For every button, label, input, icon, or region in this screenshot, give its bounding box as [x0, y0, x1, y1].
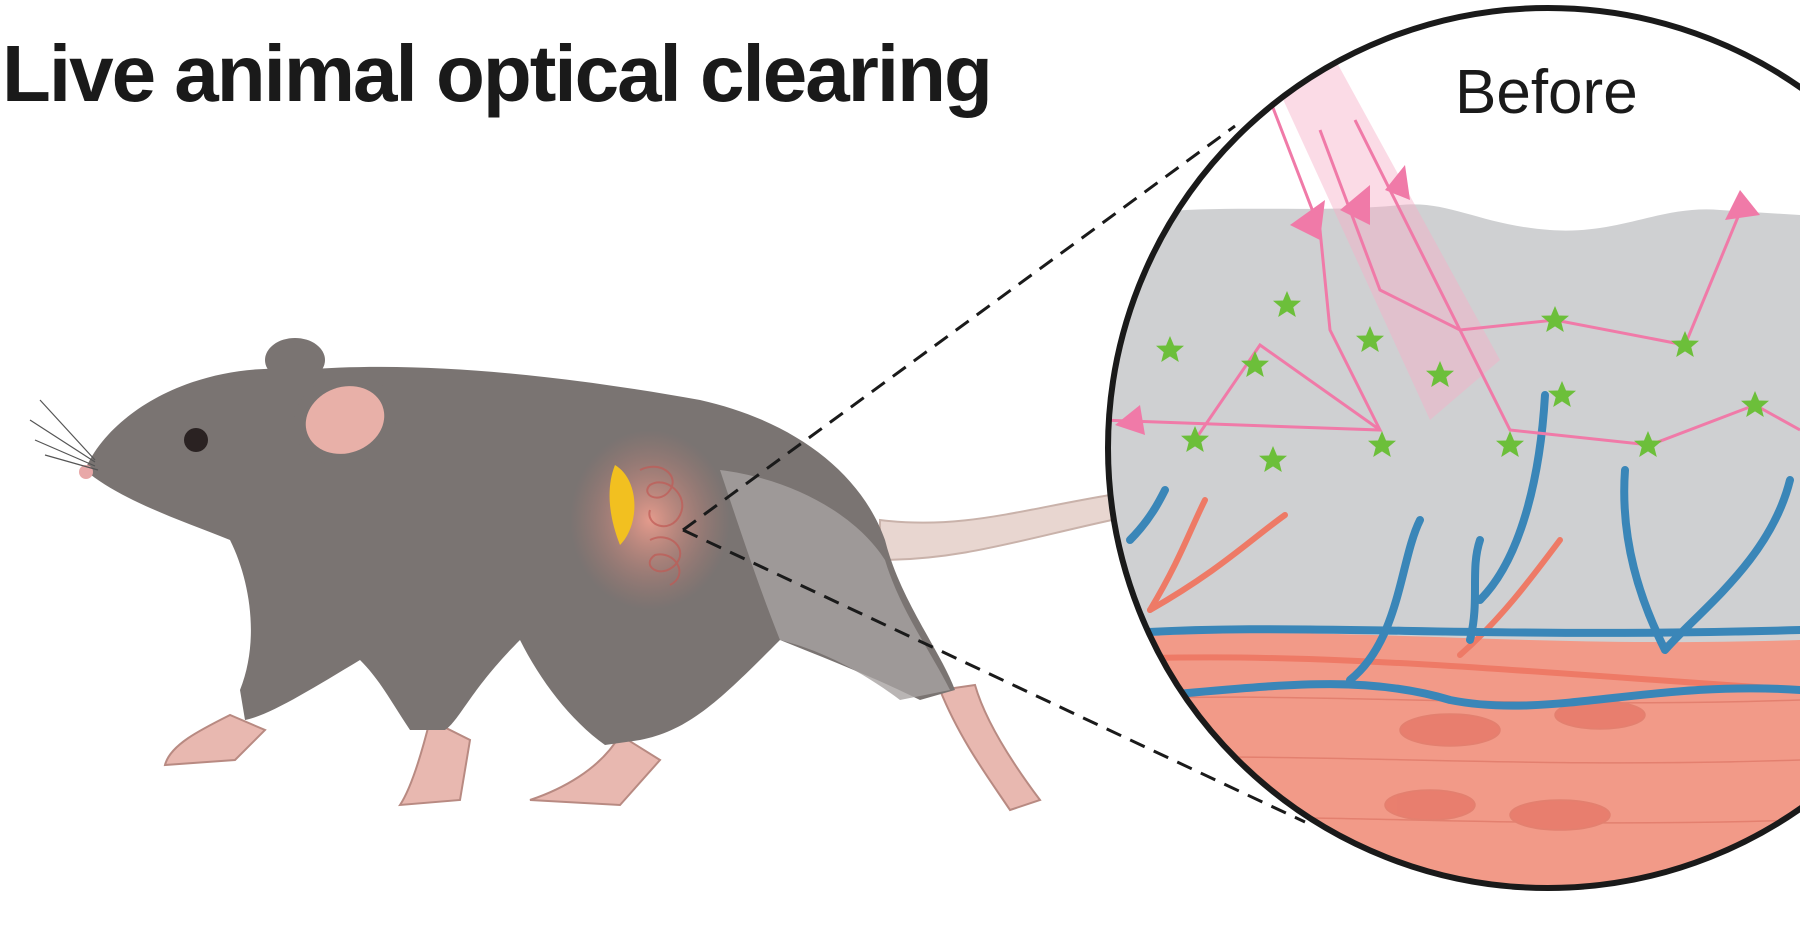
mouse — [29, 338, 1114, 812]
mouse-eye — [184, 428, 208, 452]
mouse-intestine — [639, 465, 684, 586]
mouse-organ — [570, 430, 730, 610]
mouse-body — [85, 366, 955, 745]
mouse-whiskers — [29, 399, 99, 471]
mouse-ear-back — [265, 338, 325, 382]
figure-title: Live animal optical clearing — [2, 29, 993, 118]
mouse-hip — [720, 470, 950, 700]
mouse-tail — [879, 493, 1114, 562]
inset-label-before: Before — [1455, 58, 1638, 127]
mouse-ear — [293, 374, 397, 466]
tissue-inset — [1108, 8, 1800, 888]
light-beam — [1108, 50, 1800, 447]
mouse-nose — [79, 465, 93, 479]
veins — [1108, 391, 1800, 710]
inset-border — [1105, 5, 1800, 891]
mouse-feet — [163, 683, 1042, 812]
zoom-lines — [682, 124, 1306, 824]
arteries — [1108, 497, 1800, 693]
mouse-fat-pad — [609, 465, 635, 545]
